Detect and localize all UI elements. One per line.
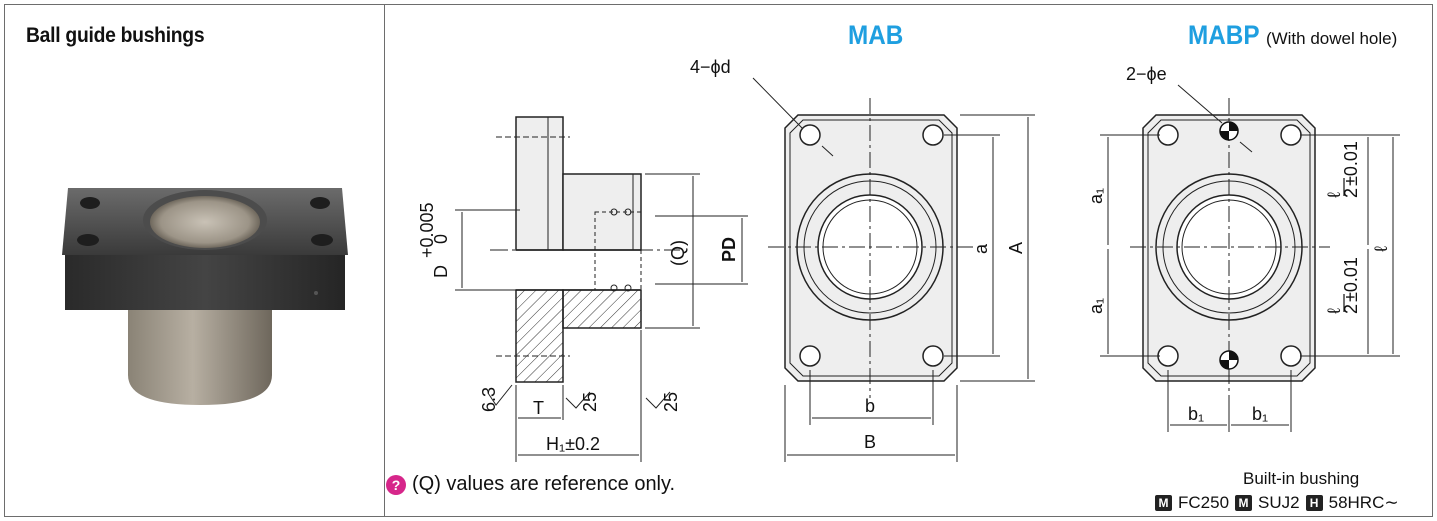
mabp-view-labels: 2−ϕe a₁ a₁ ℓ 2 ±0.01 ℓ 2 ±0.01 ℓ b₁ b₁ [1086, 64, 1391, 424]
label-4-phi-d: 4−ϕd [690, 57, 731, 77]
label-a: a [971, 243, 991, 254]
material-value: FC250 [1178, 493, 1230, 512]
outer-frame [4, 4, 1433, 517]
product-title: Ball guide bushings [26, 24, 205, 47]
label-b: b [865, 396, 875, 416]
hardness-badge: H [1305, 495, 1323, 511]
material-badge: M [1235, 495, 1253, 511]
label-half-l-num-top: ℓ [1324, 192, 1344, 198]
label-D: D [431, 265, 451, 278]
material-badge: M [1155, 495, 1172, 511]
material-value: SUJ2 [1258, 493, 1300, 512]
reference-note: ? (Q) values are reference only. [386, 473, 675, 496]
mab-title: MAB [848, 20, 904, 50]
mab-view-labels: 4−ϕd a A b B [690, 57, 1026, 452]
label-a1-bottom: a₁ [1086, 298, 1106, 314]
side-view-labels: D +0.005 0 (Q) PD T H₁±0.2 6.3 25 25 [417, 202, 739, 454]
reference-note-text: (Q) values are reference only. [412, 473, 676, 495]
label-a1-top: a₁ [1086, 188, 1106, 204]
label-H1: H₁±0.2 [546, 434, 600, 454]
hint-icon: ? [386, 474, 406, 495]
label-Q: (Q) [668, 240, 688, 266]
label-A: A [1006, 242, 1026, 254]
side-section-view [455, 116, 748, 462]
mabp-front-view [1100, 84, 1400, 432]
label-b1-right: b₁ [1252, 404, 1268, 424]
label-D-tol-upper: +0.005 [417, 202, 437, 258]
label-half-l-den-top: 2 [1341, 188, 1361, 198]
mab-front-view [752, 77, 1035, 462]
label-D-tol-lower: 0 [431, 234, 451, 244]
label-PD: PD [719, 237, 739, 262]
label-half-l-tol-bottom: ±0.01 [1341, 257, 1361, 302]
product-photo [62, 188, 348, 405]
label-2-phi-e: 2−ϕe [1126, 64, 1167, 84]
mabp-dowel-holes [1219, 121, 1239, 370]
label-l: ℓ [1371, 246, 1391, 252]
builtin-bushing-title: Built-in bushing [1243, 469, 1360, 488]
builtin-materials: M FC250 M SUJ2 H 58HRC∼ [1155, 493, 1399, 513]
label-roughness-mid: 25 [580, 392, 600, 412]
label-B: B [864, 432, 876, 452]
label-b1-left: b₁ [1188, 404, 1204, 424]
mabp-dowel-note: (With dowel hole) [1265, 29, 1398, 48]
panel-divider [384, 4, 385, 517]
label-T: T [533, 398, 544, 418]
mabp-title: MABP (With dowel hole) [1188, 20, 1397, 51]
mabp-name: MABP [1188, 20, 1260, 50]
label-roughness-left: 6.3 [479, 387, 499, 412]
label-roughness-right: 25 [661, 392, 681, 412]
label-half-l-num-bottom: ℓ [1324, 308, 1344, 314]
label-half-l-tol-top: ±0.01 [1341, 141, 1361, 186]
hardness-value: 58HRC∼ [1328, 493, 1399, 512]
label-half-l-den-bottom: 2 [1341, 304, 1361, 314]
